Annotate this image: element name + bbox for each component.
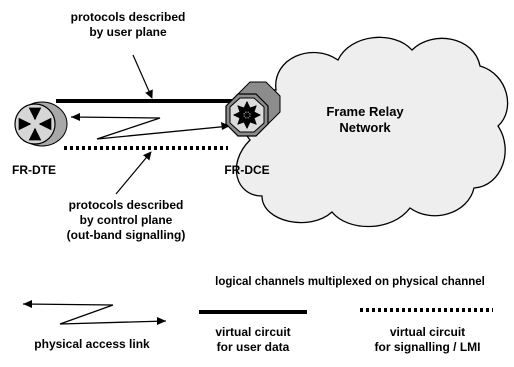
legend-access-link-symbol (22, 300, 167, 325)
frame-relay-cloud (235, 36, 509, 228)
control-plane-label: protocols described by control plane (ou… (66, 198, 186, 242)
legend-access-link-label: physical access link (34, 337, 150, 351)
user-plane-label: protocols described by user plane (70, 10, 186, 39)
legend-title: logical channels multiplexed on physical… (215, 276, 485, 288)
control-plane-pointer (115, 151, 152, 195)
user-plane-pointer (132, 54, 153, 99)
fr-dce-switch-icon (225, 81, 281, 137)
fr-dte-router-icon (14, 101, 68, 147)
physical-access-link (70, 113, 231, 140)
legend-signalling-vc-label: virtual circuit for signalling / LMI (374, 325, 481, 354)
fr-dce-label: FR-DCE (224, 163, 270, 177)
frame-relay-network-label: Frame Relay Network (326, 104, 404, 135)
legend-user-vc-label: virtual circuit for user data (215, 325, 291, 354)
fr-dte-label: FR-DTE (12, 163, 56, 177)
